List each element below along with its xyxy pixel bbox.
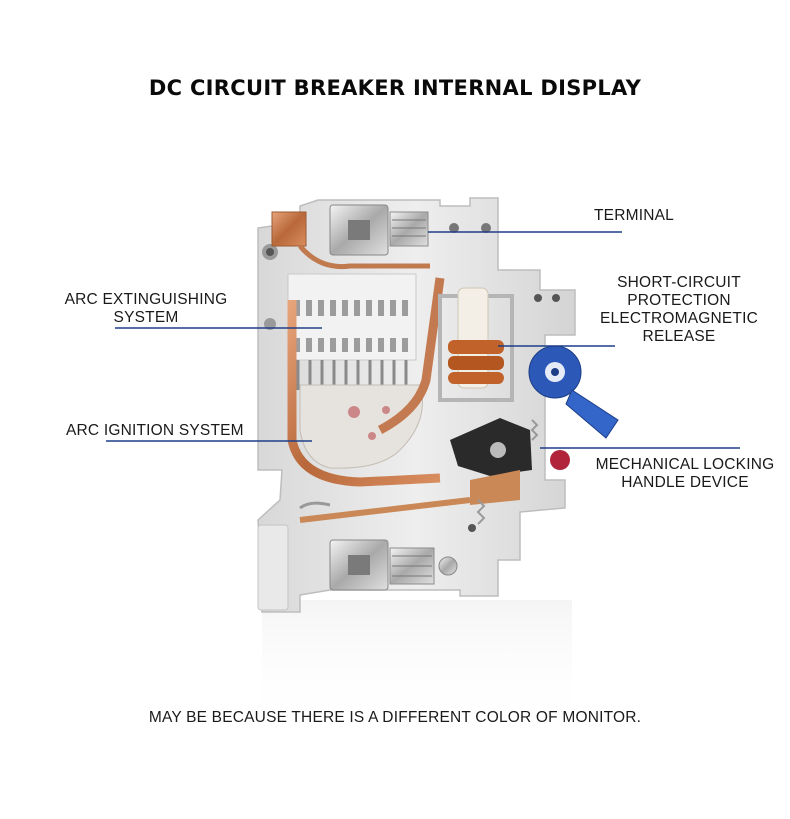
- label-terminal: TERMINAL: [594, 207, 674, 224]
- label-mechanical-locking: MECHANICAL LOCKING HANDLE DEVICE: [595, 456, 775, 491]
- bottom-terminal: [329, 539, 458, 591]
- label-arc-extinguishing: ARC EXTINGUISHING SYSTEM: [64, 291, 228, 326]
- label-arc-ignition: ARC IGNITION SYSTEM: [66, 422, 244, 439]
- trip-mechanism: [299, 418, 570, 525]
- blue-handle-part: [528, 345, 619, 439]
- footnote: MAY BE BECAUSE THERE IS A DIFFERENT COLO…: [148, 709, 642, 726]
- arc-ignition: [287, 277, 445, 487]
- top-terminal: [271, 204, 430, 270]
- leader-lines: [106, 231, 740, 449]
- page-title: DC CIRCUIT BREAKER INTERNAL DISPLAY: [148, 76, 642, 100]
- reflection: [262, 600, 572, 730]
- label-short-circuit-protection: SHORT-CIRCUIT PROTECTION ELECTROMAGNETIC…: [599, 274, 758, 345]
- electromagnetic-release: [438, 287, 514, 402]
